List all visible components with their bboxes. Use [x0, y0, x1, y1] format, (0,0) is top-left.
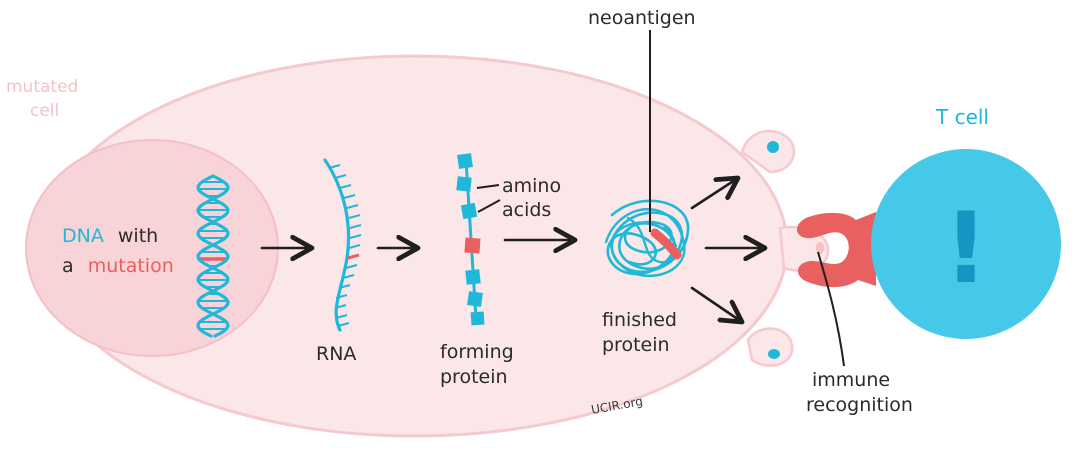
dna-double-helix [196, 174, 230, 338]
rna-base [335, 314, 348, 319]
rna-base [348, 214, 361, 219]
neoantigen-label: neoantigen [588, 7, 696, 29]
finished-protein-ball [604, 199, 690, 277]
nucleus [25, 139, 279, 357]
rna-base [349, 224, 362, 229]
rna-base [334, 304, 347, 309]
rna-base [334, 174, 347, 179]
rna-base [345, 264, 358, 269]
a-word: a [62, 255, 74, 277]
amino-acids-label-line1: amino [502, 175, 561, 197]
dna-with-mutation-label-line2: a mutation [62, 255, 174, 277]
rna-base [338, 284, 351, 289]
mutated-cell-label-line1: mutated [6, 77, 78, 97]
rna-base [346, 204, 359, 209]
rna-base [328, 164, 341, 169]
amino-acid-mutated [464, 237, 481, 254]
amino-acids-pointer-2 [477, 199, 501, 213]
amino-acid [460, 202, 478, 220]
rna-base [339, 184, 352, 189]
mutation-word: mutation [88, 255, 174, 277]
rna-strand [323, 158, 362, 332]
rna-base [348, 244, 361, 249]
surface-receptor-bottom [746, 327, 794, 367]
amino-acid [456, 176, 472, 192]
rna-base [343, 194, 356, 199]
rna-base [342, 274, 355, 279]
amino-acids-label-line2: acids [502, 199, 551, 221]
t-cell [871, 149, 1061, 339]
mutated-cell-label-line2: cell [30, 101, 59, 121]
rna-mutation-base [347, 253, 360, 260]
t-cell-exclamation: ! [944, 192, 989, 306]
rna-base [349, 234, 362, 239]
amino-acid [467, 291, 483, 307]
neoantigen-fragment [650, 228, 682, 260]
amino-acid [457, 153, 473, 169]
amino-acids-pointer-1 [476, 184, 500, 189]
immune-recognition-pointer [817, 251, 845, 367]
finished-protein-label-line1: finished [602, 309, 677, 331]
dna-with-mutation-label-line1: DNA with [62, 225, 158, 247]
forming-protein-label-line1: forming [440, 341, 514, 363]
t-cell-label: T cell [935, 105, 989, 129]
rna-base [337, 322, 350, 327]
rna-base [335, 294, 348, 299]
arrow-to-receptor-top [690, 178, 738, 210]
immune-recognition-label-line1: immune [812, 369, 890, 391]
forming-protein-label-line2: protein [440, 366, 508, 388]
finished-protein-label-line2: protein [602, 334, 670, 356]
immune-recognition-label-line2: recognition [806, 394, 913, 416]
rna-label: RNA [316, 343, 356, 365]
surface-receptor-top [740, 129, 796, 174]
arrow-to-receptor-bottom [690, 286, 742, 322]
amino-acid [465, 269, 481, 285]
t-cell-receptor [797, 212, 876, 288]
dna-word: DNA [62, 225, 104, 247]
forming-protein-chain [456, 153, 485, 326]
amino-acid [470, 311, 485, 326]
with-word: with [118, 225, 158, 247]
